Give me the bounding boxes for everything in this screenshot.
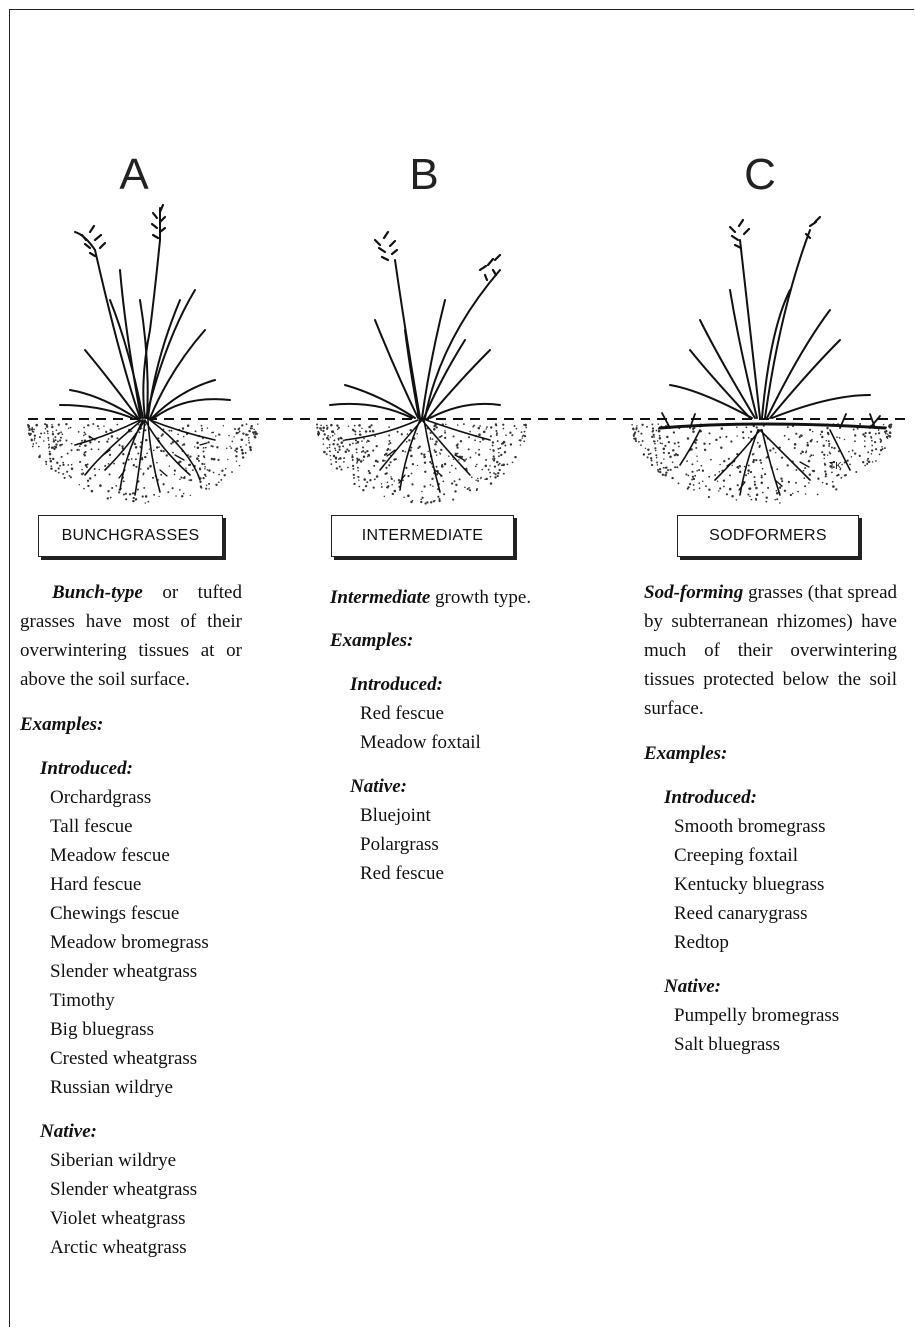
intermediate-plant-illustration [316, 230, 528, 505]
bunchgrass-plant-illustration [27, 203, 259, 504]
native-heading-a: Native: [40, 1121, 97, 1142]
sodformer-plant-illustration [631, 215, 893, 504]
species-item: Meadow fescue [50, 845, 170, 866]
column-b-text: Intermediate growth type. Examples: Intr… [330, 583, 560, 888]
species-item: Russian wildrye [50, 1077, 173, 1098]
species-item: Arctic wheatgrass [50, 1237, 187, 1258]
desc-bold-a: Bunch-type [52, 582, 143, 603]
description-a: Bunch-type or tufted grasses have most o… [20, 578, 242, 694]
soil-stipple-c [631, 422, 893, 504]
letter-a: A [119, 150, 149, 199]
species-item: Timothy [50, 990, 115, 1011]
desc-rest-b: growth type. [435, 587, 532, 608]
artist-signature: TK [829, 461, 842, 472]
column-a-text: Bunch-type or tufted grasses have most o… [20, 578, 242, 1262]
native-heading-c: Native: [664, 976, 721, 997]
species-item: Bluejoint [360, 805, 431, 826]
species-item: Chewings fescue [50, 903, 180, 924]
desc-bold-c: Sod-forming [644, 582, 744, 603]
species-item: Reed canarygrass [674, 903, 808, 924]
species-item: Slender wheatgrass [50, 961, 198, 982]
letter-c: C [744, 150, 776, 199]
species-item: Slender wheatgrass [50, 1179, 198, 1200]
species-item: Siberian wildrye [50, 1150, 177, 1171]
species-item: Crested wheatgrass [50, 1048, 198, 1069]
label-intermediate: INTERMEDIATE [331, 515, 514, 557]
letter-b: B [409, 150, 439, 199]
column-c-text: Sod-forming grasses (that spread by subt… [644, 578, 897, 1059]
desc-rest-a: or tufted grasses have most of their ove… [20, 582, 242, 690]
species-item: Smooth bromegrass [674, 816, 826, 837]
species-item: Violet wheatgrass [50, 1208, 186, 1229]
description-c: Sod-forming grasses (that spread by subt… [644, 578, 897, 723]
species-item: Redtop [674, 932, 729, 953]
figure-frame [9, 9, 914, 1327]
examples-heading-a: Examples: [20, 714, 104, 735]
examples-heading-c: Examples: [644, 743, 728, 764]
species-item: Orchardgrass [50, 787, 152, 808]
species-item: Tall fescue [50, 816, 133, 837]
species-item: Hard fescue [50, 874, 142, 895]
species-item: Salt bluegrass [674, 1034, 781, 1055]
species-item: Red fescue [360, 703, 444, 724]
label-sodformers: SODFORMERS [677, 515, 859, 557]
species-item: Creeping foxtail [674, 845, 798, 866]
species-item: Pumpelly bromegrass [674, 1005, 840, 1026]
examples-heading-b: Examples: [330, 630, 414, 651]
introduced-heading-c: Introduced: [664, 787, 757, 808]
soil-stipple-b [316, 423, 528, 505]
species-item: Meadow bromegrass [50, 932, 209, 953]
species-item: Meadow foxtail [360, 732, 481, 753]
desc-rest-c: grasses (that spread by subterranean rhi… [644, 582, 898, 719]
species-item: Red fescue [360, 863, 444, 884]
label-bunchgrasses: BUNCHGRASSES [38, 515, 223, 557]
description-b: Intermediate growth type. [330, 583, 552, 612]
species-item: Big bluegrass [50, 1019, 154, 1040]
desc-bold-b: Intermediate [330, 587, 431, 608]
species-item: Polargrass [360, 834, 439, 855]
grass-illustrations: TK [27, 203, 910, 505]
introduced-heading-b: Introduced: [350, 674, 443, 695]
introduced-heading-a: Introduced: [40, 758, 133, 779]
species-item: Kentucky bluegrass [674, 874, 825, 895]
native-heading-b: Native: [350, 776, 407, 797]
